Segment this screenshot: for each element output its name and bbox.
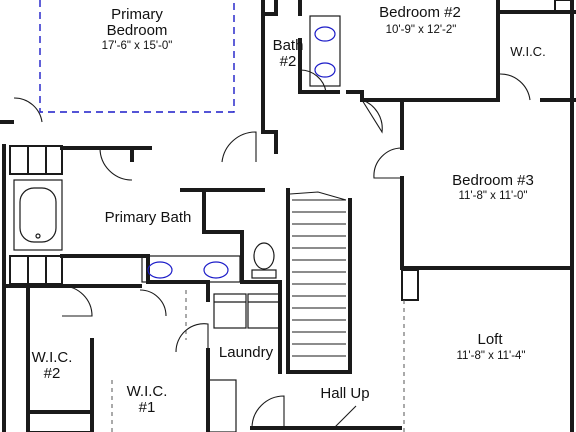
windows: [9, 0, 573, 432]
bath2-sink-bottom: [314, 62, 336, 78]
stair-treads: [292, 199, 346, 357]
room-label-bath2: Bath #2: [266, 37, 310, 71]
door-laundry: [175, 323, 209, 353]
door-wic-right: [499, 73, 531, 101]
dryer: [247, 293, 281, 329]
room-label-wic-right: W.I.C.: [510, 44, 546, 59]
room-name-line1: W.I.C.: [126, 383, 168, 400]
washer: [213, 293, 247, 329]
room-label-hall: Hall Up: [320, 385, 370, 402]
closet-lines: [111, 290, 405, 432]
room-label-bedroom3: Bedroom #3: [452, 172, 534, 189]
room-name-line1: Bath: [272, 37, 304, 54]
door-wic1: [139, 289, 167, 317]
bath2-vanity: [309, 15, 341, 87]
door-bedroom3: [373, 147, 403, 179]
bathtub-drain: [35, 233, 41, 239]
room-label-wic2: W.I.C. #2: [30, 349, 74, 383]
toilet-tank: [251, 269, 277, 279]
room-name-line1: W.I.C.: [31, 349, 73, 366]
wall-bedroom2-step: [360, 90, 402, 102]
window-wic-top: [554, 0, 573, 13]
room-label-loft: Loft: [477, 331, 503, 348]
doors: [13, 69, 531, 429]
window-primary-bath-top: [9, 145, 63, 175]
room-name-line2: #2: [43, 365, 61, 383]
bathtub-basin: [19, 187, 57, 243]
wall-primary-bath-right: [202, 188, 282, 284]
bath2-sinks: [314, 26, 336, 78]
primary-bedroom-tray-ceiling: [39, 0, 235, 113]
toilet-bowl: [253, 242, 275, 270]
laundry-cabinet: [207, 379, 237, 432]
window-primary-bath-bottom: [9, 255, 63, 285]
door-primary-closet: [13, 97, 43, 123]
room-name-line1: Primary: [111, 6, 163, 23]
stair-top-angle: [289, 191, 347, 201]
room-size-bedroom2: 10'-9" x 12'-2": [385, 24, 457, 36]
window-loft: [401, 269, 419, 301]
wall-bath2-top: [261, 0, 278, 16]
laundry-machines: [207, 293, 281, 432]
room-name-line2: #2: [279, 53, 297, 71]
sink-right: [203, 261, 229, 279]
room-name-line2: #1: [138, 399, 156, 417]
room-size-bedroom3: 11'-8" x 11'-0": [458, 190, 528, 202]
primary-bath-vanity: [141, 255, 241, 283]
door-hall: [251, 395, 285, 429]
bathtub-frame: [13, 179, 63, 251]
wall-bath2-corner: [261, 130, 278, 154]
wall-stair: [286, 188, 352, 374]
wic2-shelf: [27, 411, 93, 432]
room-label-laundry: Laundry: [218, 344, 274, 361]
door-wic2: [61, 285, 93, 317]
door-bedroom2: [361, 99, 383, 134]
bath2-sink-top: [314, 26, 336, 42]
vanity-counter: [141, 255, 241, 283]
room-name-line2: Bedroom: [106, 22, 168, 40]
room-label-primary-bedroom: Primary Bedroom: [82, 6, 192, 40]
toilet: [251, 242, 277, 279]
door-primary-bedroom: [221, 131, 257, 163]
stairs: [289, 191, 347, 357]
sink-left: [147, 261, 173, 279]
room-label-primary-bath: Primary Bath: [104, 209, 192, 226]
door-bath2: [299, 69, 327, 93]
wall-bedroom2-bottom: [298, 90, 500, 102]
bathtub: [13, 179, 63, 251]
room-label-wic1: W.I.C. #1: [118, 383, 176, 417]
door-primary-bath: [99, 147, 133, 181]
room-size-primary-bedroom: 17'-6" x 15'-0": [101, 40, 173, 52]
wall-primary-bath-bottom: [60, 254, 210, 284]
door-hall-linen: [333, 405, 357, 429]
room-label-bedroom2: Bedroom #2: [379, 4, 461, 21]
room-size-loft: 11'-8" x 11'-4": [456, 350, 526, 362]
wall-primary-bedroom-bottom: [0, 120, 265, 192]
